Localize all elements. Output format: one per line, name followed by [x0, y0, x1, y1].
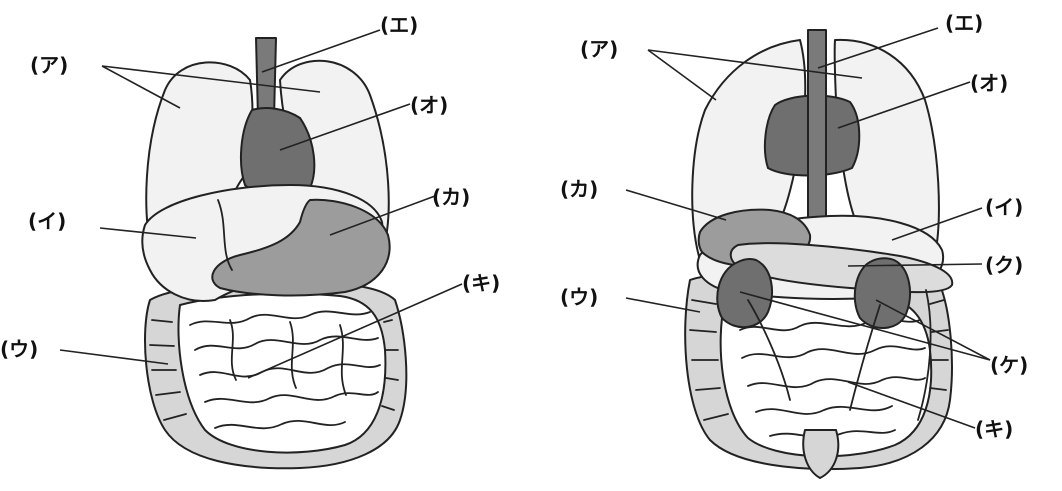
label-ki-left: (キ) — [462, 271, 500, 295]
label-i-right: (イ) — [985, 195, 1023, 219]
label-e-left: (エ) — [380, 13, 418, 37]
left-trachea — [256, 38, 276, 118]
label-u-right: (ウ) — [560, 285, 598, 309]
right-kidney-right — [855, 258, 910, 328]
label-ka-right: (カ) — [560, 177, 598, 201]
label-ka-left: (カ) — [432, 185, 470, 209]
label-o-right: (オ) — [970, 71, 1008, 95]
front-view-figure — [142, 38, 406, 468]
label-e-right: (エ) — [945, 11, 983, 35]
label-ki-right: (キ) — [975, 417, 1013, 441]
label-u-left: (ウ) — [0, 337, 38, 361]
right-rectum — [803, 430, 838, 478]
label-ku-right: (ク) — [985, 253, 1023, 277]
label-a-right: (ア) — [580, 37, 618, 61]
label-i-left: (イ) — [28, 209, 66, 233]
label-a-left: (ア) — [30, 53, 68, 77]
label-o-left: (オ) — [410, 93, 448, 117]
rear-view-figure — [685, 30, 952, 478]
right-esophagus — [808, 30, 826, 242]
label-ke-right: (ケ) — [990, 353, 1028, 377]
